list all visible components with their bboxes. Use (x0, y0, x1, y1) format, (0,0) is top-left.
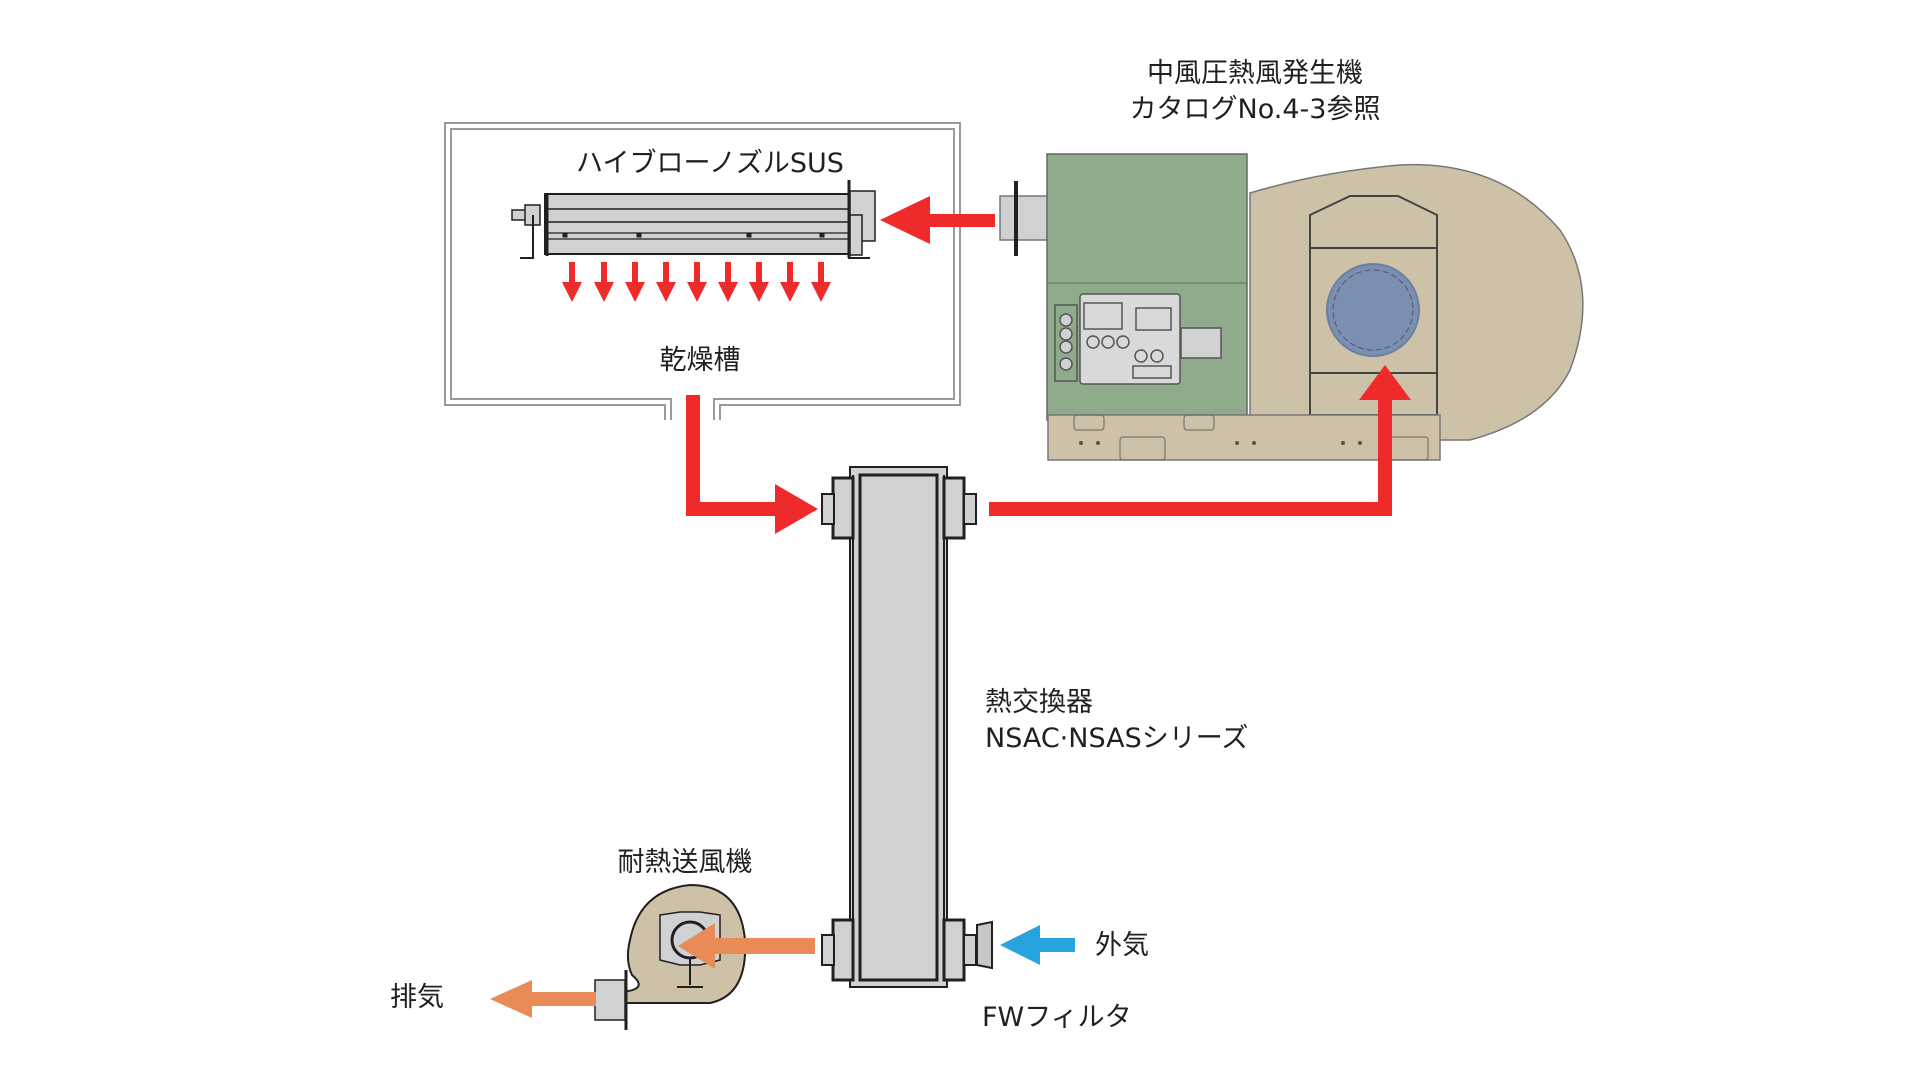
nozzle-outflow-arrows (562, 262, 831, 302)
exhaust-arrow-exchanger-to-blower (678, 923, 815, 969)
outside-air-arrow (1000, 925, 1075, 965)
generator-base (1047, 414, 1441, 461)
down-arrow-7 (749, 262, 769, 302)
hot-air-arrow-exchanger-to-generator (989, 365, 1411, 516)
heat-resistant-blower (594, 883, 747, 1030)
generator-air-inlet (1326, 263, 1420, 357)
exhaust-label: 排気 (390, 982, 444, 1013)
fw-filter (976, 920, 993, 970)
outside-air-label: 外気 (1095, 930, 1149, 961)
generator-label: 中風圧熱風発生機 カタログNo.4-3参照 (1105, 56, 1405, 128)
heat-exchanger-label-line1: 熱交換器 (985, 687, 1093, 718)
filter-label: FWフィルタ (982, 1002, 1132, 1033)
blower-label: 耐熱送風機 (617, 847, 753, 878)
drying-tank-label: 乾燥槽 (659, 345, 741, 376)
nozzle-label: ハイブローノズルSUS (576, 148, 844, 179)
down-arrow-1 (562, 262, 582, 302)
high-blow-nozzle (511, 180, 876, 259)
generator-label-line2: カタログNo.4-3参照 (1129, 94, 1381, 125)
down-arrow-6 (718, 262, 738, 302)
exhaust-arrow-out (490, 980, 596, 1018)
down-arrow-4 (656, 262, 676, 302)
generator-label-line1: 中風圧熱風発生機 (1147, 58, 1363, 89)
control-panel (1054, 293, 1222, 385)
down-arrow-9 (811, 262, 831, 302)
hot-air-generator (999, 153, 1584, 461)
generator-outlet-duct (999, 195, 1049, 241)
heat-exchanger-label-line2: NSAC·NSASシリーズ (985, 723, 1249, 754)
down-arrow-2 (594, 262, 614, 302)
drying-tank (444, 122, 961, 420)
down-arrow-5 (687, 262, 707, 302)
hot-air-arrow-to-nozzle (880, 196, 995, 244)
heat-exchanger (821, 466, 977, 988)
down-arrow-8 (780, 262, 800, 302)
down-arrow-3 (625, 262, 645, 302)
hot-air-arrow-tank-to-exchanger (686, 395, 818, 534)
heat-exchanger-label: 熱交換器 NSAC·NSASシリーズ (985, 685, 1248, 757)
